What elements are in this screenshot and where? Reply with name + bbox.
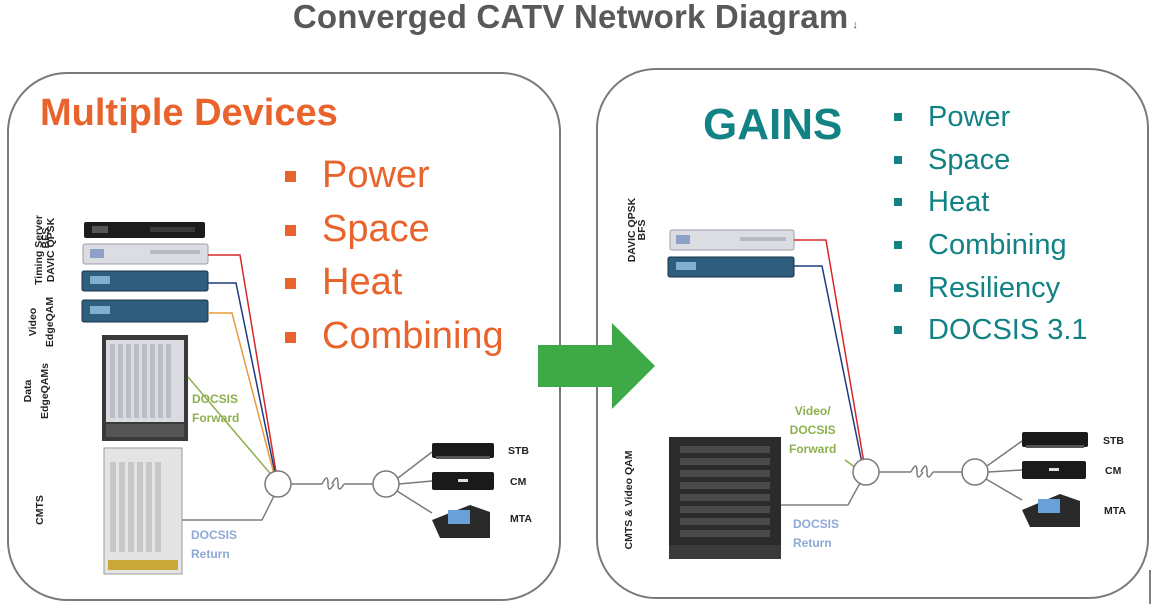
left-bullet-space: Space bbox=[285, 203, 504, 257]
label-bfs-right: BFS bbox=[636, 219, 648, 241]
mta-phone-left bbox=[432, 505, 490, 538]
left-bullet-list: Power Space Heat Combining bbox=[285, 149, 504, 363]
line-break-right bbox=[910, 465, 934, 478]
right-bullet-space: Space bbox=[891, 139, 1088, 182]
bullet-square bbox=[894, 198, 902, 207]
davic-qpsk-device-left bbox=[82, 243, 209, 265]
combiner-node-left bbox=[264, 470, 292, 498]
left-bullet-combining: Combining bbox=[285, 310, 504, 364]
label-stb-left: STB bbox=[508, 445, 529, 457]
bullet-square bbox=[894, 326, 902, 335]
label-edgeqams: EdgeQAMs bbox=[39, 363, 51, 420]
cmts-video-qam-chassis bbox=[669, 437, 781, 559]
combiner-node-right bbox=[852, 458, 880, 486]
label-stb-right: STB bbox=[1103, 435, 1124, 447]
right-heading: GAINS bbox=[703, 100, 843, 149]
left-heading: Multiple Devices bbox=[40, 92, 338, 134]
diagram-title: Converged CATV Network Diagram↓ bbox=[292, 0, 859, 35]
bullet-square bbox=[894, 283, 902, 292]
label-data: Data bbox=[22, 379, 34, 403]
right-bullet-combining: Combining bbox=[891, 224, 1088, 267]
label-cmts: CMTS bbox=[34, 495, 46, 525]
label-cm-right: CM bbox=[1105, 465, 1122, 477]
bullet-square bbox=[285, 171, 296, 182]
video-edgeqam-device bbox=[81, 299, 209, 323]
cable-davic-red-right bbox=[794, 239, 865, 464]
label-mta-right: MTA bbox=[1104, 505, 1126, 517]
label-mta-left: MTA bbox=[510, 513, 532, 525]
cm-device-left bbox=[432, 472, 494, 490]
cable-bfs-navy bbox=[208, 282, 277, 479]
label-cm-left: CM bbox=[510, 476, 527, 488]
label-edgeqam: EdgeQAM bbox=[44, 296, 56, 348]
cable-docsis-forward-green bbox=[187, 376, 275, 479]
cable-docsis-return-gray bbox=[182, 495, 275, 521]
bullet-square bbox=[894, 155, 902, 164]
cable-davic-red bbox=[208, 254, 278, 479]
bullet-square bbox=[894, 113, 902, 121]
line-break-left bbox=[321, 477, 345, 490]
bullet-square bbox=[894, 241, 902, 250]
mta-phone-right bbox=[1022, 494, 1080, 527]
davic-qpsk-device-right bbox=[669, 229, 795, 251]
label-video: Video bbox=[27, 307, 39, 337]
title-mark: ↓ bbox=[852, 19, 859, 31]
label-cmts-video-qam: CMTS & Video QAM bbox=[623, 450, 635, 550]
right-bullet-resiliency: Resiliency bbox=[891, 267, 1088, 310]
data-edgeqams-chassis bbox=[102, 335, 188, 441]
stb-device-left bbox=[432, 443, 494, 459]
bullet-square bbox=[285, 224, 296, 236]
splitter-node-right bbox=[961, 458, 989, 486]
cmts-chassis bbox=[103, 447, 183, 575]
bfs-device-right bbox=[667, 256, 795, 278]
bfs-device-left bbox=[81, 270, 209, 292]
cable-return-gray-right bbox=[781, 482, 861, 506]
stb-device-right bbox=[1022, 432, 1088, 448]
label-bfs-left: BFS bbox=[40, 227, 52, 249]
right-bullet-heat: Heat bbox=[891, 181, 1088, 224]
left-bullet-heat: Heat bbox=[285, 256, 504, 310]
cable-bfs-navy-right bbox=[794, 265, 863, 464]
left-bullet-power: Power bbox=[285, 149, 504, 203]
bullet-square bbox=[285, 331, 296, 343]
transition-arrow bbox=[538, 323, 655, 409]
cm-device-right bbox=[1022, 461, 1086, 479]
splitter-node-left bbox=[372, 470, 400, 498]
right-bullet-docsis31: DOCSIS 3.1 bbox=[891, 309, 1088, 352]
right-bullet-list: Power Space Heat Combining Resiliency DO… bbox=[891, 96, 1088, 352]
bullet-square bbox=[285, 278, 296, 289]
timing-server-device bbox=[84, 222, 205, 238]
cable-edgeqam-orange bbox=[208, 312, 276, 479]
right-bullet-power: Power bbox=[891, 96, 1088, 139]
